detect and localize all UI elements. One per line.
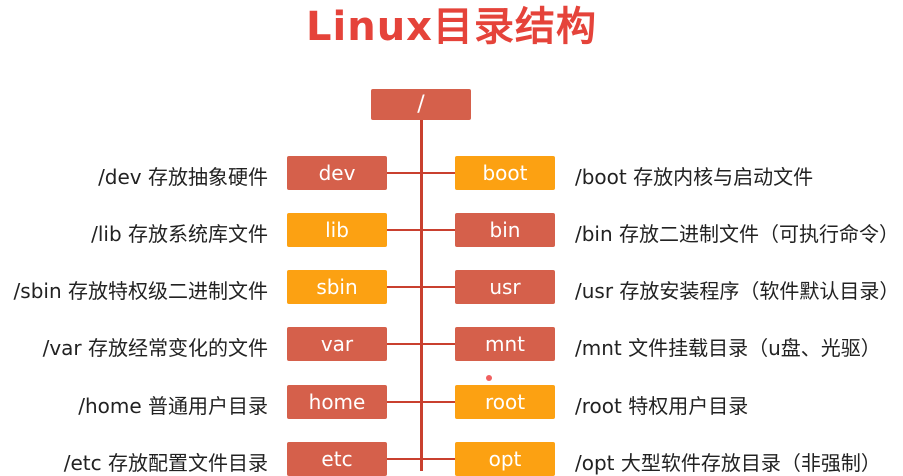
desc-lib: /lib 存放系统库文件: [91, 222, 268, 246]
branch-line: [387, 286, 455, 288]
dir-box-lib: lib: [287, 213, 387, 247]
branch-line: [387, 172, 455, 174]
desc-mnt: /mnt 文件挂载目录（u盘、光驱）: [575, 336, 881, 360]
dir-box-opt: opt: [455, 442, 555, 476]
dir-box-var: var: [287, 327, 387, 361]
dir-box-usr: usr: [455, 270, 555, 304]
trunk-line: [420, 120, 423, 471]
dir-box-etc: etc: [287, 442, 387, 476]
desc-root: /root 特权用户目录: [575, 394, 749, 418]
desc-home: /home 普通用户目录: [78, 394, 268, 418]
dir-box-dev: dev: [287, 156, 387, 190]
branch-line: [387, 401, 455, 403]
branch-line: [387, 458, 455, 460]
desc-boot: /boot 存放内核与启动文件: [575, 165, 814, 189]
branch-line: [387, 229, 455, 231]
diagram-title: Linux目录结构: [306, 4, 597, 50]
desc-dev: /dev 存放抽象硬件: [98, 165, 268, 189]
desc-usr: /usr 存放安装程序（软件默认目录）: [575, 279, 900, 303]
root-dir-box: /: [371, 89, 471, 120]
desc-bin: /bin 存放二进制文件（可执行命令）: [575, 222, 900, 246]
desc-etc: /etc 存放配置文件目录: [63, 451, 268, 475]
desc-sbin: /sbin 存放特权级二进制文件: [13, 279, 268, 303]
dir-box-mnt: mnt: [455, 327, 555, 361]
dir-box-sbin: sbin: [287, 270, 387, 304]
dir-box-root: root: [455, 385, 555, 419]
desc-var: /var 存放经常变化的文件: [42, 336, 268, 360]
dir-box-bin: bin: [455, 213, 555, 247]
dir-box-boot: boot: [455, 156, 555, 190]
branch-line: [387, 343, 455, 345]
desc-opt: /opt 大型软件存放目录（非强制）: [575, 451, 881, 475]
dir-box-home: home: [287, 385, 387, 419]
pointer-dot: [486, 375, 492, 381]
